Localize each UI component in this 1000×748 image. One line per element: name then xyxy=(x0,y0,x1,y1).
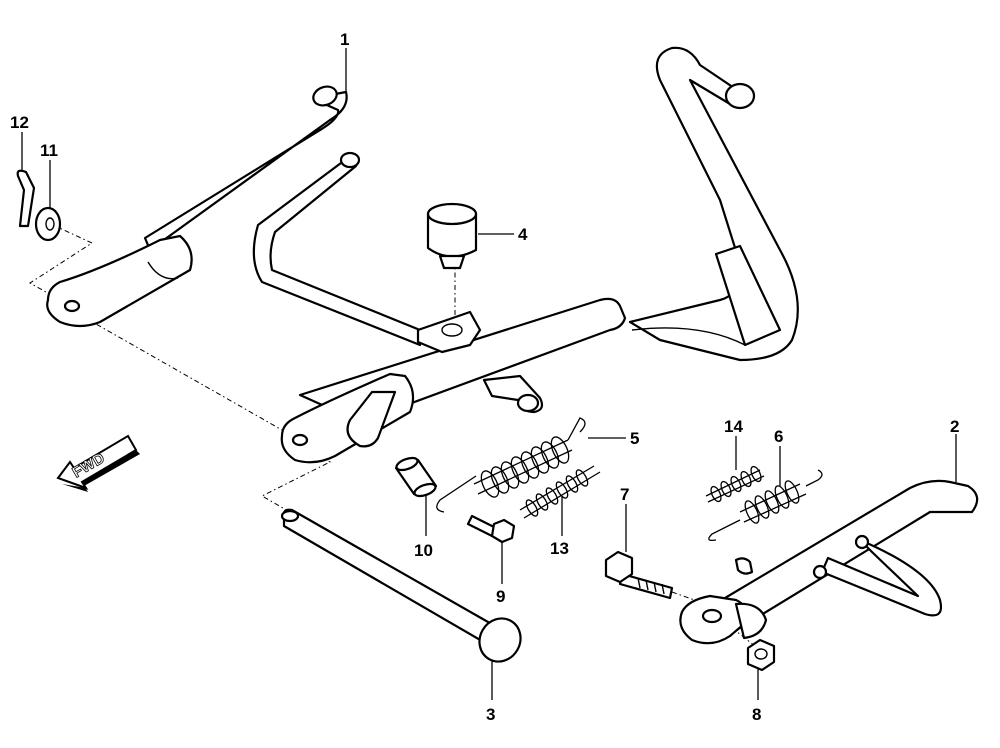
part-labels: 1 2 3 4 5 6 7 8 9 10 11 12 13 14 xyxy=(10,30,959,724)
rubber-stopper[interactable] xyxy=(426,202,478,270)
label-1: 1 xyxy=(340,30,349,49)
cotter-pin[interactable] xyxy=(16,169,36,228)
label-6: 6 xyxy=(774,427,783,446)
small-spring[interactable] xyxy=(705,465,765,503)
small-bolt[interactable] xyxy=(466,514,516,544)
label-8: 8 xyxy=(752,705,761,724)
label-7: 7 xyxy=(620,485,629,504)
pivot-bolt[interactable] xyxy=(604,550,674,600)
label-4: 4 xyxy=(518,225,528,244)
label-5: 5 xyxy=(630,429,639,448)
pivot-shaft[interactable] xyxy=(280,508,528,669)
label-12: 12 xyxy=(10,113,29,132)
side-stand-spring[interactable] xyxy=(708,469,823,542)
label-9: 9 xyxy=(496,587,505,606)
label-11: 11 xyxy=(40,141,58,160)
large-spring[interactable] xyxy=(436,417,586,513)
washer[interactable] xyxy=(34,206,62,242)
label-10: 10 xyxy=(414,541,433,560)
forward-arrow-icon: FWD xyxy=(56,434,140,492)
main-stand[interactable] xyxy=(46,46,799,464)
leader-lines xyxy=(21,48,957,700)
label-13: 13 xyxy=(550,539,569,558)
collar[interactable] xyxy=(394,456,438,499)
thin-spring[interactable] xyxy=(519,465,601,519)
label-2: 2 xyxy=(950,417,959,436)
side-stand[interactable] xyxy=(679,479,979,645)
label-3: 3 xyxy=(486,705,495,724)
nut[interactable] xyxy=(746,638,776,672)
label-14: 14 xyxy=(724,417,743,436)
